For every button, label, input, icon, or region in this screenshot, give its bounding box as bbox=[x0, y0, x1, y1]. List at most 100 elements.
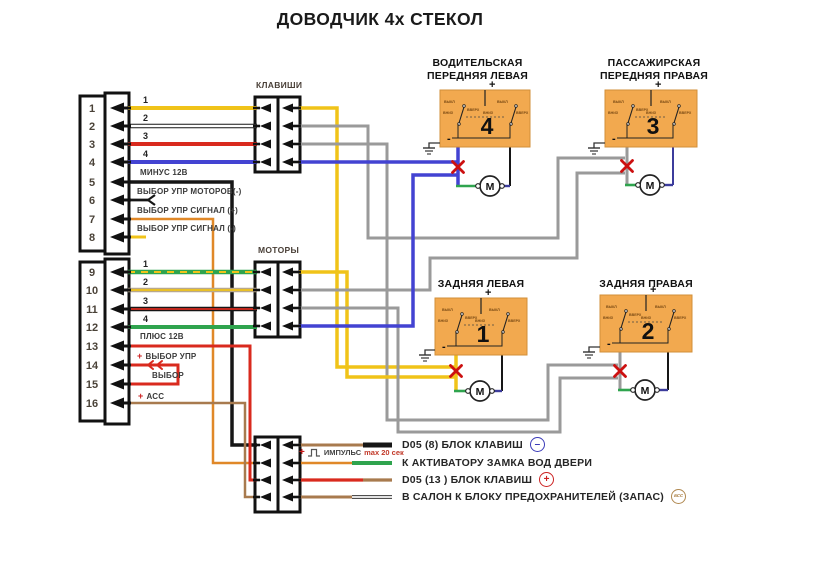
diagram-text: ВЫКЛ bbox=[613, 100, 624, 104]
pin15-label-vybor: ВЫБОР bbox=[152, 371, 184, 380]
diagram-text: 1 bbox=[143, 95, 148, 105]
switch-contact bbox=[677, 104, 681, 108]
diagram-text: 1 bbox=[89, 103, 95, 115]
connector-pin-icon bbox=[260, 157, 271, 167]
module3-title: ПАССАЖИРСКАЯ ПЕРЕДНЯЯ ПРАВАЯ bbox=[595, 57, 713, 83]
diagram-text: ВВЕРХ bbox=[636, 108, 649, 112]
connector-pin-icon bbox=[110, 340, 124, 352]
module4-title: ВОДИТЕЛЬСКАЯ ПЕРЕДНЯЯ ЛЕВАЯ bbox=[420, 57, 535, 83]
motor-terminal bbox=[489, 388, 495, 394]
motor-terminal bbox=[659, 182, 665, 188]
connector-pin-icon bbox=[260, 285, 271, 295]
page-title: ДОВОДЧИК 4х СТЕКОЛ bbox=[276, 9, 484, 29]
diagram-text: 3 bbox=[143, 131, 148, 141]
selector-arrow-icon bbox=[146, 360, 154, 370]
connector-pin-icon bbox=[260, 303, 271, 313]
wire-motory4-blue bbox=[299, 173, 457, 328]
diagram-text: ВВЕРХ bbox=[508, 319, 521, 323]
diagram-text: ВЫКЛ bbox=[606, 305, 617, 309]
motor-terminal bbox=[630, 387, 636, 393]
connector-pin-icon bbox=[260, 440, 271, 450]
connector-pin-icon bbox=[110, 284, 124, 296]
connector-pin-icon bbox=[282, 157, 293, 167]
motor-letter: М bbox=[476, 386, 485, 398]
impulse-text: ИМПУЛЬС bbox=[323, 448, 362, 457]
module3-title-line2: ПЕРЕДНЯЯ ПРАВАЯ bbox=[599, 70, 709, 82]
diagram-text: ВЫКЛ bbox=[444, 100, 455, 104]
connector-pin-icon bbox=[260, 475, 271, 485]
diagram-text: 10 bbox=[86, 285, 98, 297]
switch-lever bbox=[502, 314, 509, 332]
diagram-text: 4 bbox=[89, 157, 96, 169]
switch-contact bbox=[631, 104, 635, 108]
plus-badge-icon: + bbox=[539, 472, 555, 487]
switch-contact bbox=[624, 309, 628, 313]
diagram-text: 4 bbox=[143, 314, 148, 324]
motor-letter: М bbox=[641, 385, 650, 397]
pin14-label-vybor-upr: +ВЫБОР УПР bbox=[137, 351, 196, 361]
left-bottom-numbers-box bbox=[78, 260, 107, 423]
module-minus-mark: - bbox=[612, 133, 616, 145]
left-top-numbers-box bbox=[78, 94, 107, 253]
wire-klavishi3-gray bbox=[299, 142, 618, 422]
switch-contact bbox=[462, 104, 466, 108]
diagram-text: 3 bbox=[89, 139, 95, 151]
diagram-text: ВНИЗ bbox=[475, 319, 486, 323]
module4-title-line1: ВОДИТЕЛЬСКАЯ bbox=[432, 57, 523, 69]
connector-pin-icon bbox=[110, 156, 124, 168]
acc-badge-icon: acc bbox=[670, 489, 686, 504]
diagram-text: 5 bbox=[89, 177, 95, 189]
output-row-1: D05 (8) БЛОК КЛАВИШ – bbox=[402, 437, 545, 452]
output-2-text: К АКТИВАТОРУ ЗАМКА ВОД ДВЕРИ bbox=[402, 456, 593, 469]
module-number: 1 bbox=[477, 321, 490, 347]
wire-signal-plus-orange bbox=[128, 217, 257, 465]
ground-lead bbox=[593, 142, 605, 148]
minus-badge-icon: – bbox=[529, 437, 545, 452]
diagram-text: ВНИЗ bbox=[443, 111, 454, 115]
diagram-text: 12 bbox=[86, 322, 98, 334]
left-top-pins-box bbox=[103, 91, 131, 256]
module-plus-mark: + bbox=[489, 79, 495, 91]
connector-pin-icon bbox=[110, 102, 124, 114]
diagram-text: ВНИЗ bbox=[603, 316, 614, 320]
pin16-label-text: АСС bbox=[146, 392, 165, 401]
connector-pin-icon bbox=[110, 138, 124, 150]
switch-lever bbox=[456, 314, 463, 332]
motor-letter: М bbox=[486, 181, 495, 193]
module3-title-line1: ПАССАЖИРСКАЯ bbox=[607, 57, 701, 69]
diagram-text: 4 bbox=[143, 149, 148, 159]
diagram-text: 3 bbox=[143, 296, 148, 306]
diagram-text: ВНИЗ bbox=[608, 111, 619, 115]
diagram-text: ВЫКЛ bbox=[655, 305, 666, 309]
output-1-text: D05 (8) БЛОК КЛАВИШ bbox=[402, 438, 523, 451]
connector-pin-icon bbox=[110, 303, 124, 315]
connector-pin-icon bbox=[110, 359, 124, 371]
module4-title-line2: ПЕРЕДНЯЯ ЛЕВАЯ bbox=[427, 70, 528, 82]
wire-vybor-loop-red bbox=[128, 363, 180, 386]
switch-contact bbox=[514, 104, 518, 108]
plus-mark: + bbox=[138, 391, 144, 401]
motor-terminal bbox=[635, 182, 641, 188]
motor-terminal bbox=[654, 387, 660, 393]
motor-terminal bbox=[499, 183, 505, 189]
connector-pin-icon bbox=[282, 121, 293, 131]
connector-pin-icon bbox=[260, 139, 271, 149]
connector-pin-icon bbox=[282, 139, 293, 149]
diagram-text: 14 bbox=[86, 360, 99, 372]
connector-pin-icon bbox=[260, 321, 271, 331]
diagram-text: 13 bbox=[86, 341, 98, 353]
module-plus-mark: + bbox=[655, 79, 661, 91]
wire-motory2-gray bbox=[299, 171, 625, 292]
connector-pin-icon bbox=[282, 267, 293, 277]
switch-contact bbox=[506, 312, 510, 316]
connector-pin-icon bbox=[282, 303, 293, 313]
diagram-text: 11 bbox=[86, 304, 98, 316]
diagram-text: ВЫКЛ bbox=[497, 100, 508, 104]
diagram-text: 2 bbox=[143, 277, 148, 287]
module-number: 4 bbox=[481, 113, 494, 139]
diagram-text: ВВЕРХ bbox=[629, 313, 642, 317]
diagram-text: 2 bbox=[143, 113, 148, 123]
module-rail bbox=[619, 329, 669, 344]
